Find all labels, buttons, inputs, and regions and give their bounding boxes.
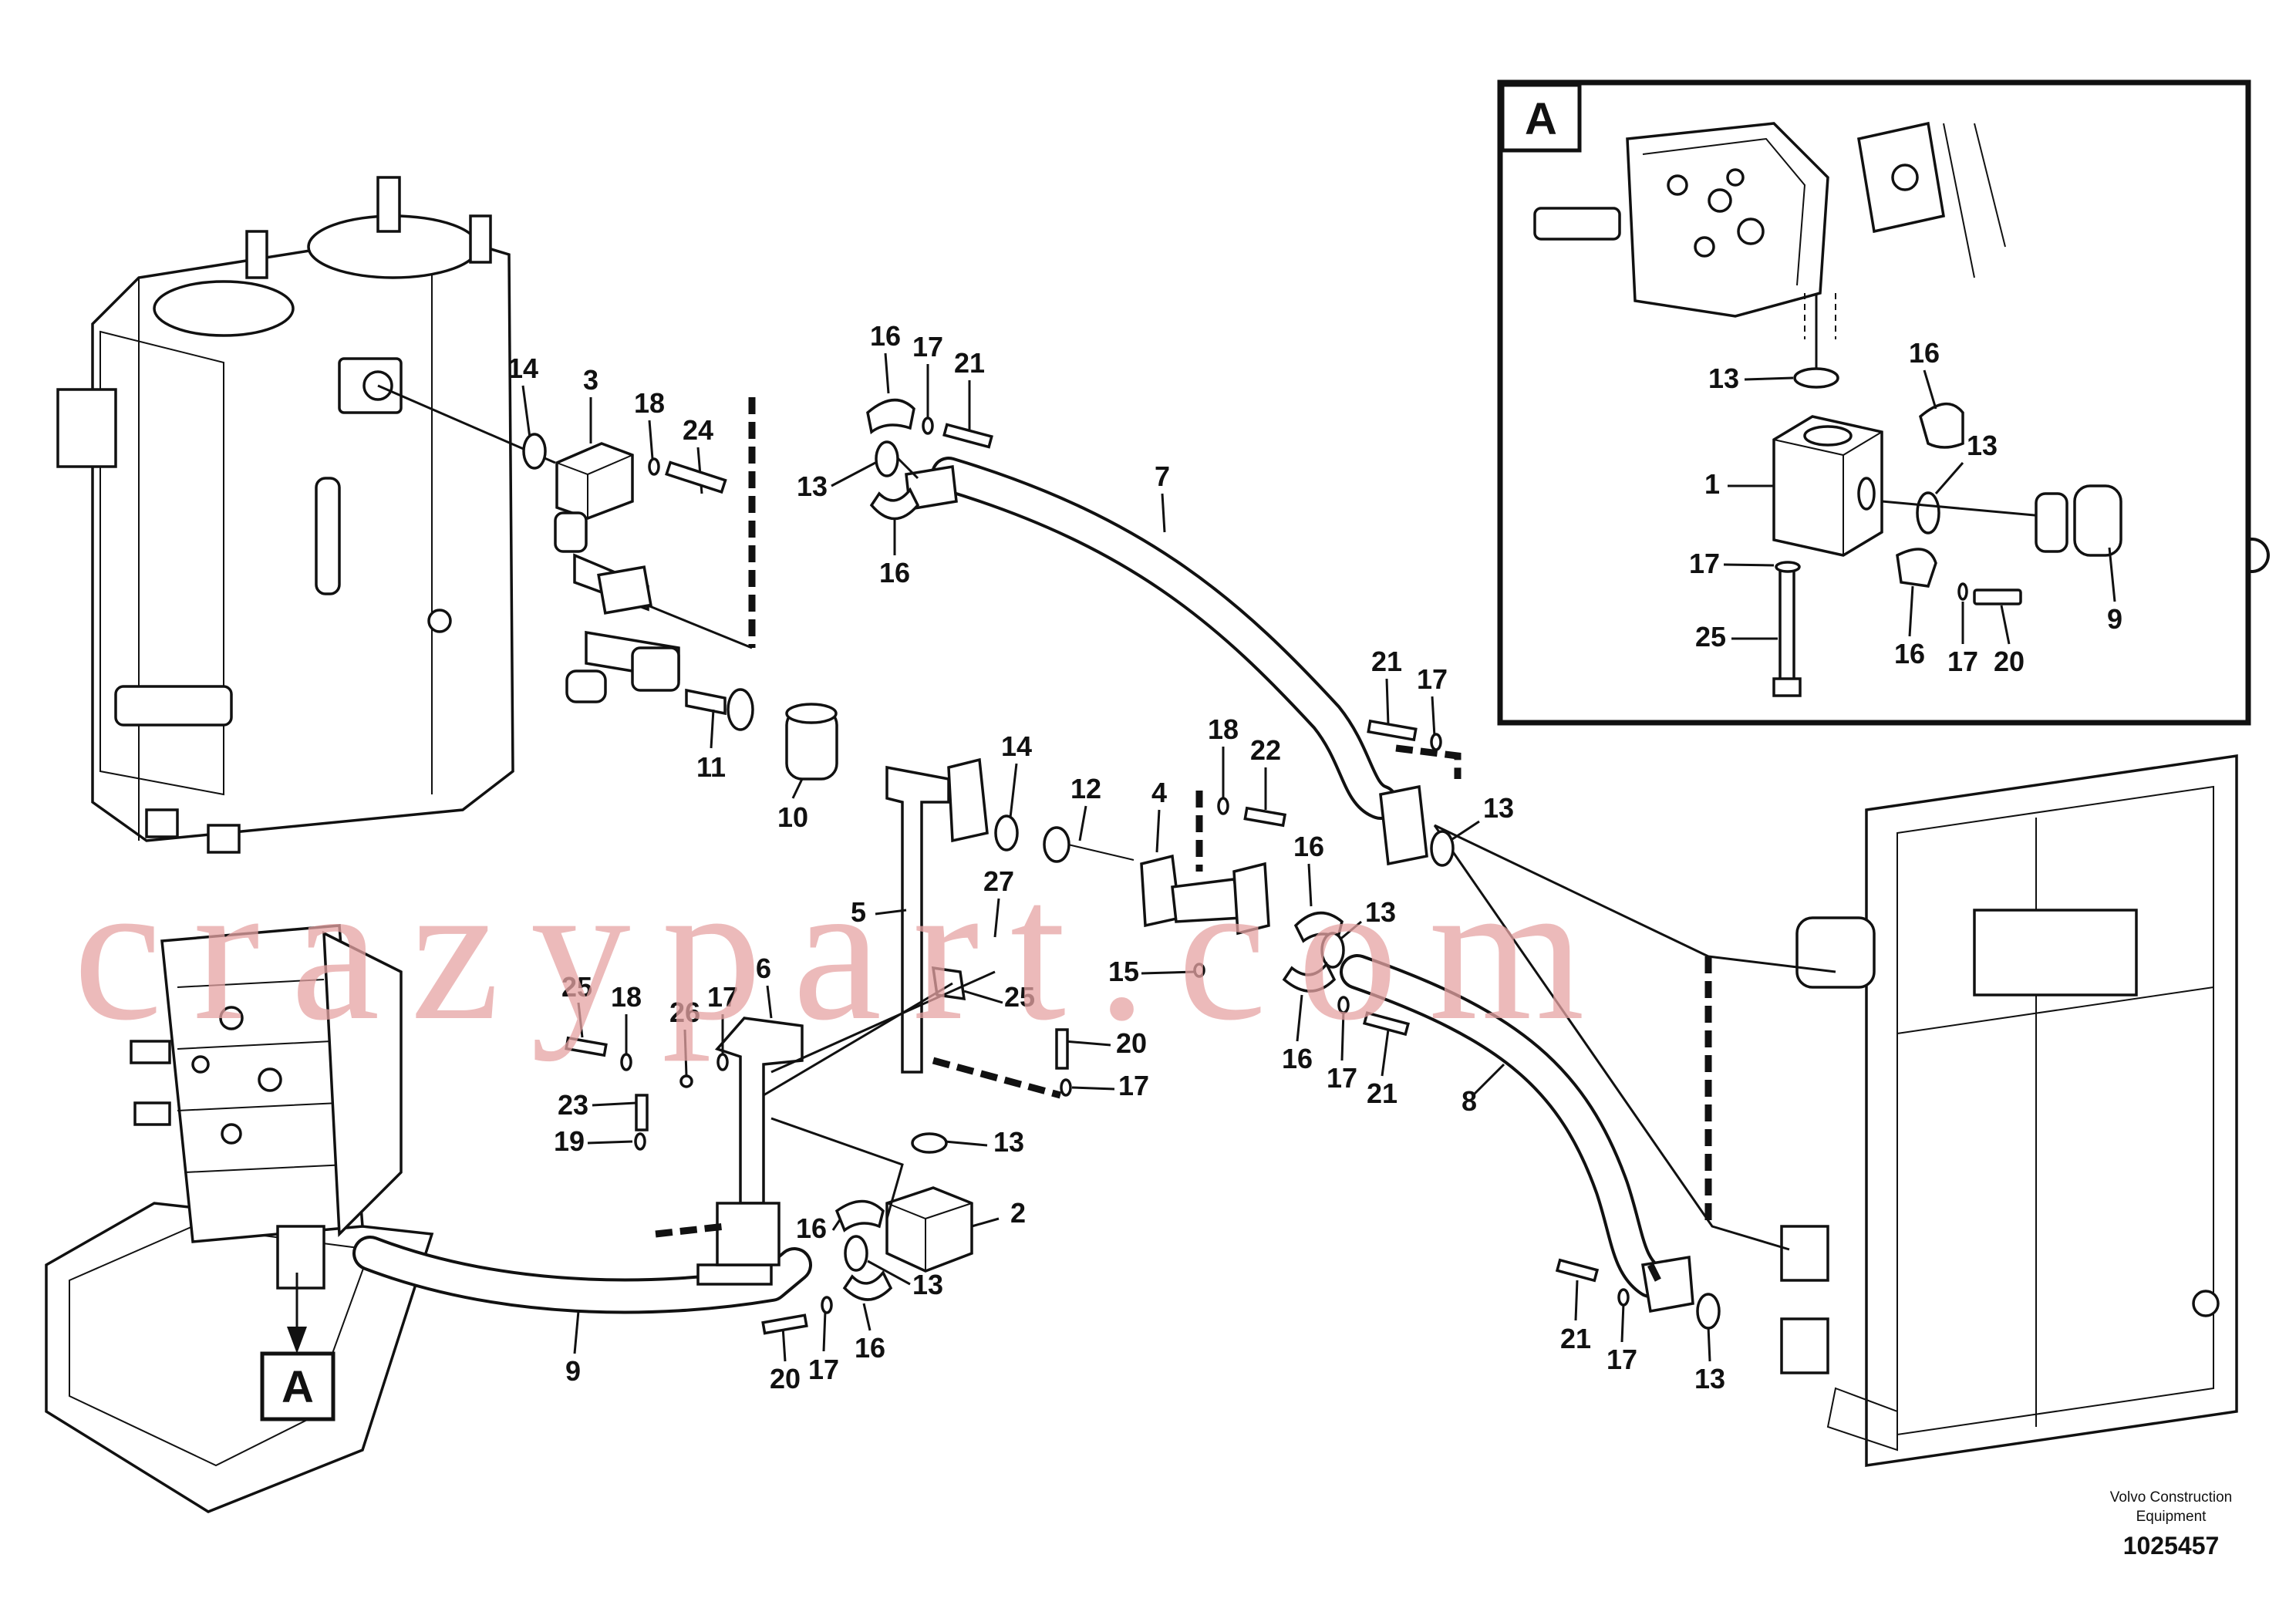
label-18-left: 18 xyxy=(611,981,642,1013)
label-19: 19 xyxy=(554,1125,585,1157)
label-17-top: 17 xyxy=(912,331,943,363)
label-7: 7 xyxy=(1155,460,1170,492)
main-badge-label: A xyxy=(282,1362,314,1412)
label-11: 11 xyxy=(696,751,726,783)
label-8: 8 xyxy=(1462,1085,1477,1117)
detail-labels: 13 16 13 1 17 25 16 17 20 9 xyxy=(1689,337,2122,677)
leader-lines xyxy=(377,384,1836,1251)
label-17-mid-b: 17 xyxy=(1118,1070,1149,1101)
detail-label-16-bottom: 16 xyxy=(1894,638,1925,669)
label-17-bottom: 17 xyxy=(808,1354,839,1385)
label-21-mid: 21 xyxy=(1367,1077,1397,1109)
label-5: 5 xyxy=(851,896,866,928)
detail-label-16: 16 xyxy=(1909,337,1940,369)
label-9-main: 9 xyxy=(565,1355,581,1387)
label-13-top: 13 xyxy=(797,470,828,502)
label-16-lower: 16 xyxy=(796,1212,827,1244)
label-13-lower: 13 xyxy=(993,1126,1024,1158)
label-20-mid: 20 xyxy=(1116,1027,1147,1059)
hydraulic-tank xyxy=(56,176,514,854)
drawing-number: 1025457 xyxy=(2123,1532,2220,1560)
detail-badge xyxy=(1500,83,1582,153)
watermark: crazypart.com xyxy=(73,840,1616,1062)
label-26: 26 xyxy=(669,996,700,1028)
label-13-right: 13 xyxy=(1483,792,1514,824)
detail-label-25: 25 xyxy=(1695,621,1726,653)
control-valve xyxy=(45,924,434,1513)
label-16-top: 16 xyxy=(870,320,901,352)
label-18-mid: 18 xyxy=(1208,713,1239,745)
detail-label-9: 9 xyxy=(2107,603,2122,635)
label-21-top: 21 xyxy=(954,347,985,379)
footer: Volvo Construction Equipment 1025457 xyxy=(2110,1489,2232,1560)
footer-company-line1: Volvo Construction xyxy=(2110,1489,2232,1506)
label-27: 27 xyxy=(983,865,1014,897)
label-12: 12 xyxy=(1070,773,1101,804)
label-20-bottom: 20 xyxy=(770,1363,801,1394)
main-badge xyxy=(260,1351,335,1421)
footer-company-line2: Equipment xyxy=(2136,1509,2207,1525)
label-10: 10 xyxy=(777,801,808,833)
oil-cooler xyxy=(1780,754,2238,1468)
label-25-mid: 25 xyxy=(1004,981,1035,1013)
label-18-tank: 18 xyxy=(634,387,665,419)
label-14-tank: 14 xyxy=(507,352,538,384)
main-labels: 14 3 18 24 16 17 21 13 16 7 11 10 14 xyxy=(507,320,1725,1394)
label-15: 15 xyxy=(1108,956,1139,987)
label-17-left: 17 xyxy=(707,981,738,1013)
label-13-mid: 13 xyxy=(1365,896,1396,928)
detail-label-13-right: 13 xyxy=(1967,430,1998,461)
connection-lines xyxy=(655,397,1712,1283)
label-13-bottom-right: 13 xyxy=(1694,1363,1725,1394)
label-25-left: 25 xyxy=(561,971,592,1003)
detail-view-a: A xyxy=(1497,79,2251,726)
detail-label-17-bottom: 17 xyxy=(1947,646,1978,677)
detail-label-17-left: 17 xyxy=(1689,548,1720,579)
label-17-mid: 17 xyxy=(1327,1062,1357,1094)
label-23: 23 xyxy=(558,1089,588,1121)
main-view-a: A xyxy=(260,1273,335,1421)
label-13-bottom: 13 xyxy=(912,1269,943,1300)
label-17-right: 17 xyxy=(1417,663,1448,695)
detail-label-20: 20 xyxy=(1994,646,2025,677)
label-17-bottom-right: 17 xyxy=(1607,1344,1637,1375)
label-16-mid: 16 xyxy=(1293,831,1324,862)
label-16-bottom: 16 xyxy=(855,1332,885,1364)
detail-badge-label: A xyxy=(1525,94,1557,144)
label-22: 22 xyxy=(1250,734,1281,766)
label-21-bottom: 21 xyxy=(1560,1323,1591,1354)
label-14-mid: 14 xyxy=(1001,730,1032,762)
label-24: 24 xyxy=(683,414,713,446)
label-16-top-b: 16 xyxy=(879,557,910,588)
label-3: 3 xyxy=(583,364,598,396)
detail-label-13-top: 13 xyxy=(1708,363,1739,394)
label-2: 2 xyxy=(1010,1197,1026,1229)
label-16-mid-b: 16 xyxy=(1282,1043,1313,1074)
detail-label-1: 1 xyxy=(1704,468,1720,500)
label-4: 4 xyxy=(1151,777,1167,808)
label-21-right: 21 xyxy=(1371,646,1402,677)
label-6: 6 xyxy=(756,953,771,984)
